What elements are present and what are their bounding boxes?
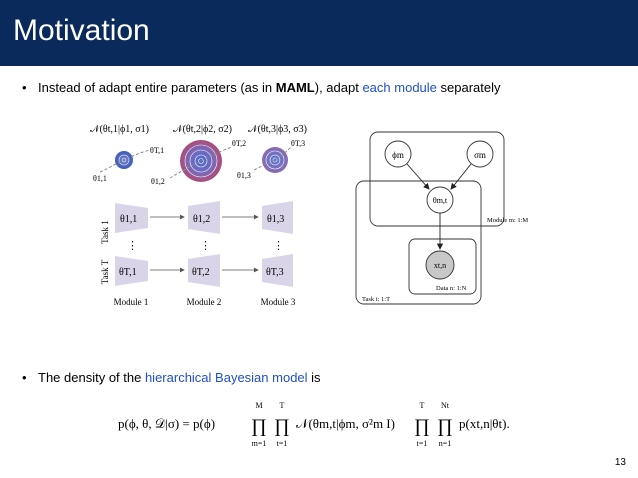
density-equation: p(ϕ, θ, 𝒟|σ) = p(ϕ) M ∏ m=1 T ∏ t=1 𝒩(θm…: [118, 398, 538, 450]
dist-label-2: 𝒩(θt,2|ϕ2, σ2): [173, 124, 232, 135]
prod-m-symbol: ∏: [251, 416, 267, 437]
task1-module-2: θ1,2: [188, 201, 220, 234]
task1-cell-3: θ1,3: [267, 214, 284, 225]
theta-13-label: θ1,3: [237, 171, 251, 180]
row-label-task1: Task 1: [100, 220, 110, 244]
theta-11-label: θ1,1: [93, 174, 107, 183]
dist-label-1: 𝒩(θt,1|ϕ1, σ1): [90, 124, 149, 135]
bullet2-text-a: The density of the: [38, 370, 145, 385]
eq-lhs: p(ϕ, θ, 𝒟|σ) = p(ϕ): [118, 416, 215, 431]
row-label-taskT: Task T: [100, 259, 110, 284]
plate-module-label: Module m: 1:M: [487, 217, 528, 224]
prod-t2-bottom: t=1: [417, 439, 428, 448]
plate-task-label: Task t: 1:T: [362, 296, 390, 303]
theta-T2-label: θT,2: [232, 139, 246, 148]
eq-likelihood: p(xt,n|θt).: [459, 416, 510, 431]
bullet2-highlight: hierarchical Bayesian model: [145, 370, 308, 385]
taskT-module-2: θT,2: [188, 254, 220, 287]
taskT-module-1: θT,1: [115, 256, 148, 286]
module-label-1: Module 1: [114, 297, 149, 307]
bullet2-text-b: is: [308, 370, 321, 385]
product-t2: T ∏ t=1: [414, 401, 430, 448]
node-phi-label: ϕm: [392, 150, 404, 160]
taskT-cell-1: θT,1: [119, 267, 137, 278]
graphical-model: ϕm σm θm,t xt,n Module m: 1:M Data n: 1:…: [356, 132, 528, 304]
eq-normal: 𝒩(θm,t|ϕm, σ²m I): [296, 416, 395, 431]
bullet-dot-icon: •: [22, 370, 38, 385]
prod-m-bottom: m=1: [252, 439, 267, 448]
taskT-module-3: θT,3: [262, 254, 293, 287]
product-t: T ∏ t=1: [274, 401, 290, 448]
task1-cell-2: θ1,2: [193, 214, 210, 225]
prod-t2-symbol: ∏: [414, 416, 430, 437]
task1-module-1: θ1,1: [115, 203, 148, 233]
prod-m-top: M: [255, 401, 262, 410]
plate-data-label: Data n: 1:N: [436, 285, 467, 292]
module-label-3: Module 3: [261, 297, 296, 307]
product-m: M ∏ m=1: [251, 401, 267, 448]
prod-n-bottom: n=1: [439, 439, 452, 448]
node-x-label: xt,n: [434, 261, 446, 270]
module-label-2: Module 2: [187, 297, 222, 307]
vdots-1: ⋮: [127, 240, 138, 252]
theta-T1-label: θT,1: [150, 146, 164, 155]
prod-n-symbol: ∏: [437, 416, 453, 437]
node-sigma-label: σm: [474, 150, 486, 160]
task1-cell-1: θ1,1: [120, 214, 137, 225]
prod-t-top: T: [280, 401, 285, 410]
taskT-cell-3: θT,3: [266, 267, 284, 278]
theta-12-label: θ1,2: [151, 177, 165, 186]
taskT-cell-2: θT,2: [192, 267, 210, 278]
vdots-2: ⋮: [200, 240, 211, 252]
task1-module-3: θ1,3: [262, 201, 293, 234]
prod-n-top: Nt: [441, 401, 450, 410]
prod-t-bottom: t=1: [277, 439, 288, 448]
theta-T3-label: θT,3: [291, 139, 305, 148]
edge-phi-theta: [407, 164, 429, 189]
distribution-blob-3: [262, 147, 288, 173]
page-number: 13: [615, 457, 626, 468]
vdots-3: ⋮: [273, 240, 284, 252]
product-n: Nt ∏ n=1: [437, 401, 453, 448]
prod-t2-top: T: [420, 401, 425, 410]
bullet-density: •The density of the hierarchical Bayesia…: [22, 370, 321, 385]
dist-label-3: 𝒩(θt,3|ϕ3, σ3): [248, 124, 307, 135]
node-theta-label: θm,t: [433, 196, 448, 205]
prod-t-symbol: ∏: [274, 416, 290, 437]
edge-sigma-theta: [451, 164, 471, 189]
